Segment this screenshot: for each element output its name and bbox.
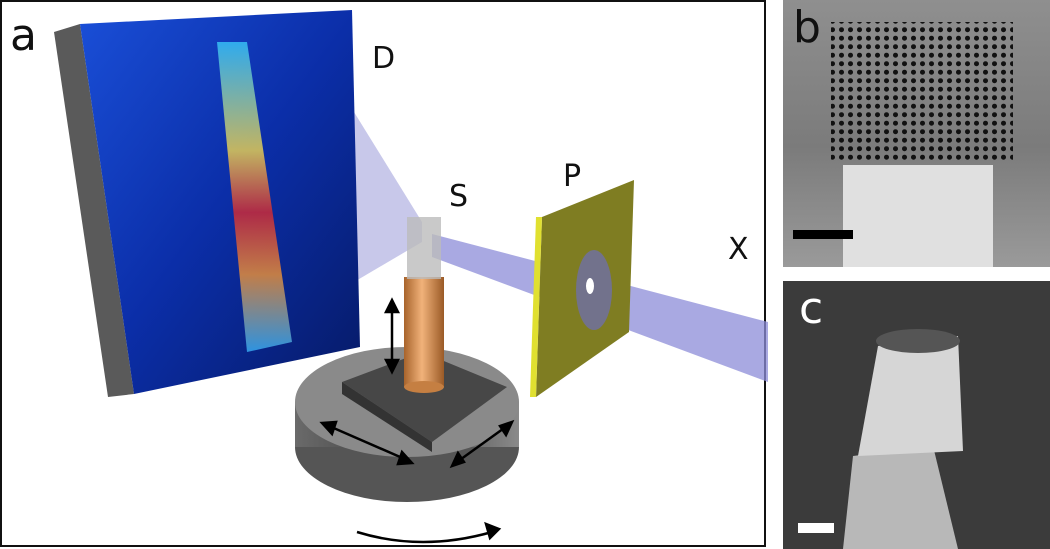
scatter-cone (354, 112, 422, 282)
scale-bar (793, 230, 853, 239)
scale-bar (798, 523, 834, 533)
sample (407, 217, 441, 279)
xray-label: X (728, 232, 749, 267)
needle-tip (843, 446, 958, 549)
panel-b-label: b (793, 2, 821, 53)
panel-a-setup-schematic: a (0, 0, 768, 547)
sample-label: S (449, 179, 469, 214)
detector-side (54, 24, 134, 397)
detector-label: D (372, 41, 396, 76)
detector-face (80, 10, 360, 394)
sample-crystal (858, 336, 963, 456)
panel-c-sem-image: c (783, 281, 1050, 549)
pinhole (576, 250, 612, 330)
translation-stage (342, 352, 507, 442)
scan-grid-dots (831, 22, 1013, 162)
setup-illustration (54, 10, 768, 544)
panel-c-label: c (799, 283, 824, 334)
panel-a-label: a (10, 10, 37, 61)
motion-arrows (319, 297, 515, 544)
panel-b-scan-grid: b (783, 0, 1050, 267)
sample-post (404, 277, 444, 387)
diffraction-streak (217, 42, 292, 352)
pinhole-label: P (563, 159, 582, 194)
